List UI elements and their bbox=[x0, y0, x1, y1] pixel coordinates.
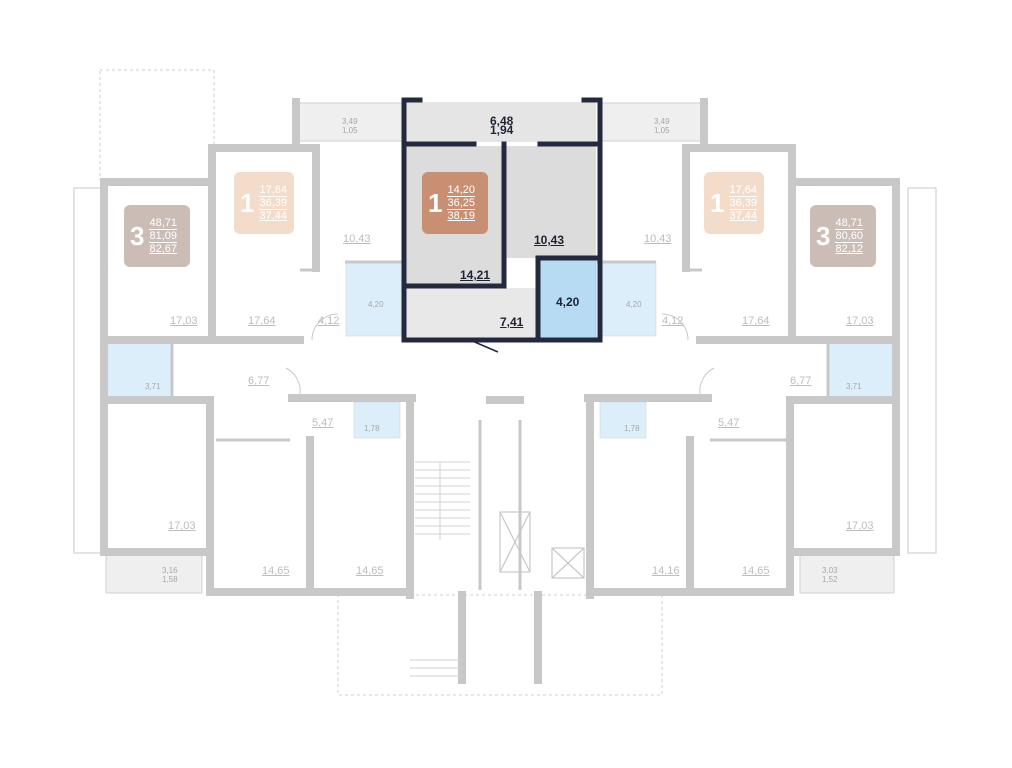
room-area-label: 6,77 bbox=[248, 375, 270, 387]
room-area-label: 4,20 bbox=[626, 300, 642, 309]
room-area-label: 17,03 bbox=[168, 520, 196, 532]
room-area-label: 10,43 bbox=[644, 233, 672, 245]
room-count: 1 bbox=[428, 187, 443, 218]
room-area-label: 14,65 bbox=[356, 565, 384, 577]
selected-bath-area: 4,20 bbox=[556, 295, 580, 309]
selected-kitchen-fill bbox=[504, 146, 596, 258]
stair-lines bbox=[410, 461, 470, 677]
room-area-label: 17,03 bbox=[170, 315, 198, 327]
room-area-label: 10,43 bbox=[343, 233, 371, 245]
doors bbox=[285, 313, 715, 395]
room-area-label: 4,12 bbox=[318, 315, 340, 327]
selected-bathroom bbox=[537, 257, 597, 339]
room-count: 1 bbox=[240, 187, 255, 218]
room-area-label: 17,03 bbox=[846, 520, 874, 532]
room-area-label: 17,64 bbox=[742, 315, 770, 327]
selected-room-area: 14,21 bbox=[460, 268, 491, 282]
elevator-shafts bbox=[499, 511, 585, 579]
room-area-label: 3,71 bbox=[145, 382, 161, 391]
room-area-label: 4,20 bbox=[368, 300, 384, 309]
room-count: 3 bbox=[130, 220, 145, 251]
selected-kitchen-area: 10,43 bbox=[534, 233, 565, 247]
selected-entry-door bbox=[469, 339, 499, 353]
room-area-label: 3,71 bbox=[846, 382, 862, 391]
walls bbox=[100, 98, 900, 684]
room-area-label: 1,78 bbox=[624, 424, 640, 433]
room-area-label: 6,77 bbox=[790, 375, 812, 387]
room-count: 1 bbox=[710, 187, 725, 218]
selected-balcony bbox=[404, 102, 596, 142]
room-area-label: 1,78 bbox=[364, 424, 380, 433]
outer-dashed-areas bbox=[99, 69, 663, 696]
room-area-label: 4,12 bbox=[662, 315, 684, 327]
room-area-label: 17,64 bbox=[248, 315, 276, 327]
room-area-label: 17,03 bbox=[846, 315, 874, 327]
wet-rooms bbox=[105, 261, 895, 439]
selected-hall-area: 7,41 bbox=[500, 315, 524, 329]
room-area-label: 14,16 bbox=[652, 565, 680, 577]
room-area-label: 5,47 bbox=[312, 417, 334, 429]
selected-hall-fill bbox=[406, 288, 538, 340]
room-area-label: 5,47 bbox=[718, 417, 740, 429]
thin-partitions bbox=[170, 260, 830, 590]
room-area-label: 14,65 bbox=[262, 565, 290, 577]
room-area-label: 14,65 bbox=[742, 565, 770, 577]
room-count: 3 bbox=[816, 220, 831, 251]
